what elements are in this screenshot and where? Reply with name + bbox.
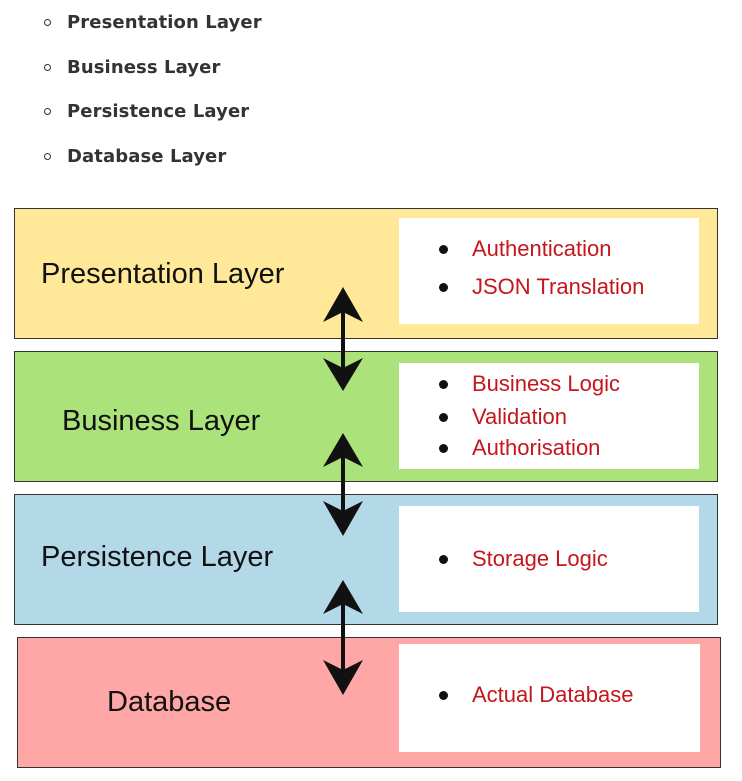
layer-detail-item: Storage Logic xyxy=(439,544,608,574)
layer-details-panel: Authentication JSON Translation xyxy=(399,218,699,324)
layer-title: Persistence Layer xyxy=(41,541,274,573)
layer-list-item-persistence: Persistence Layer xyxy=(44,96,249,126)
filled-circle-bullet-icon xyxy=(439,379,448,389)
hollow-circle-bullet-icon xyxy=(44,63,51,71)
layer-details-list: Storage Logic xyxy=(399,506,699,612)
layer-detail-item: JSON Translation xyxy=(439,272,644,302)
layer-details-list: Actual Database xyxy=(399,644,700,752)
filled-circle-bullet-icon xyxy=(439,690,448,700)
layer-detail-label: Authorisation xyxy=(472,435,601,460)
layer-detail-label: Actual Database xyxy=(472,682,634,707)
layer-details-panel: Storage Logic xyxy=(399,506,699,612)
layer-title: Database xyxy=(107,686,232,718)
filled-circle-bullet-icon xyxy=(439,443,448,453)
layer-detail-item: Actual Database xyxy=(439,680,633,710)
layer-list-item-business: Business Layer xyxy=(44,52,220,82)
persistence-layer-box: Persistence Layer Storage Logic xyxy=(14,494,718,625)
filled-circle-bullet-icon xyxy=(439,244,448,254)
layer-list-item-database: Database Layer xyxy=(44,141,226,171)
layer-title: Presentation Layer xyxy=(41,258,285,290)
layer-details-list: Business Logic Validation Authorisation xyxy=(399,363,699,469)
hollow-circle-bullet-icon xyxy=(44,152,51,160)
hollow-circle-bullet-icon xyxy=(44,18,51,26)
layer-list-label: Business Layer xyxy=(67,56,221,78)
layer-detail-item: Authentication xyxy=(439,234,611,264)
business-layer-box: Business Layer Business Logic Validation… xyxy=(14,351,718,482)
layer-detail-label: Storage Logic xyxy=(472,546,608,571)
layer-detail-item: Authorisation xyxy=(439,433,600,463)
hollow-circle-bullet-icon xyxy=(44,107,51,115)
database-layer-box: Database Actual Database xyxy=(17,637,721,768)
layer-title: Business Layer xyxy=(62,405,261,437)
filled-circle-bullet-icon xyxy=(439,282,448,292)
layer-detail-item: Validation xyxy=(439,402,567,432)
filled-circle-bullet-icon xyxy=(439,412,448,422)
layer-list-label: Persistence Layer xyxy=(67,100,250,122)
layer-list-label: Database Layer xyxy=(67,145,227,167)
layer-details-panel: Business Logic Validation Authorisation xyxy=(399,363,699,469)
presentation-layer-box: Presentation Layer Authentication JSON T… xyxy=(14,208,718,339)
layer-details-panel: Actual Database xyxy=(399,644,700,752)
layer-detail-label: Business Logic xyxy=(472,371,620,396)
filled-circle-bullet-icon xyxy=(439,554,448,564)
layer-list-label: Presentation Layer xyxy=(67,11,262,33)
layer-detail-item: Business Logic xyxy=(439,369,620,399)
layer-detail-label: JSON Translation xyxy=(472,274,645,299)
layer-detail-label: Authentication xyxy=(472,236,612,261)
layer-list-item-presentation: Presentation Layer xyxy=(44,7,262,37)
layer-detail-label: Validation xyxy=(472,404,567,429)
layer-details-list: Authentication JSON Translation xyxy=(399,218,699,324)
